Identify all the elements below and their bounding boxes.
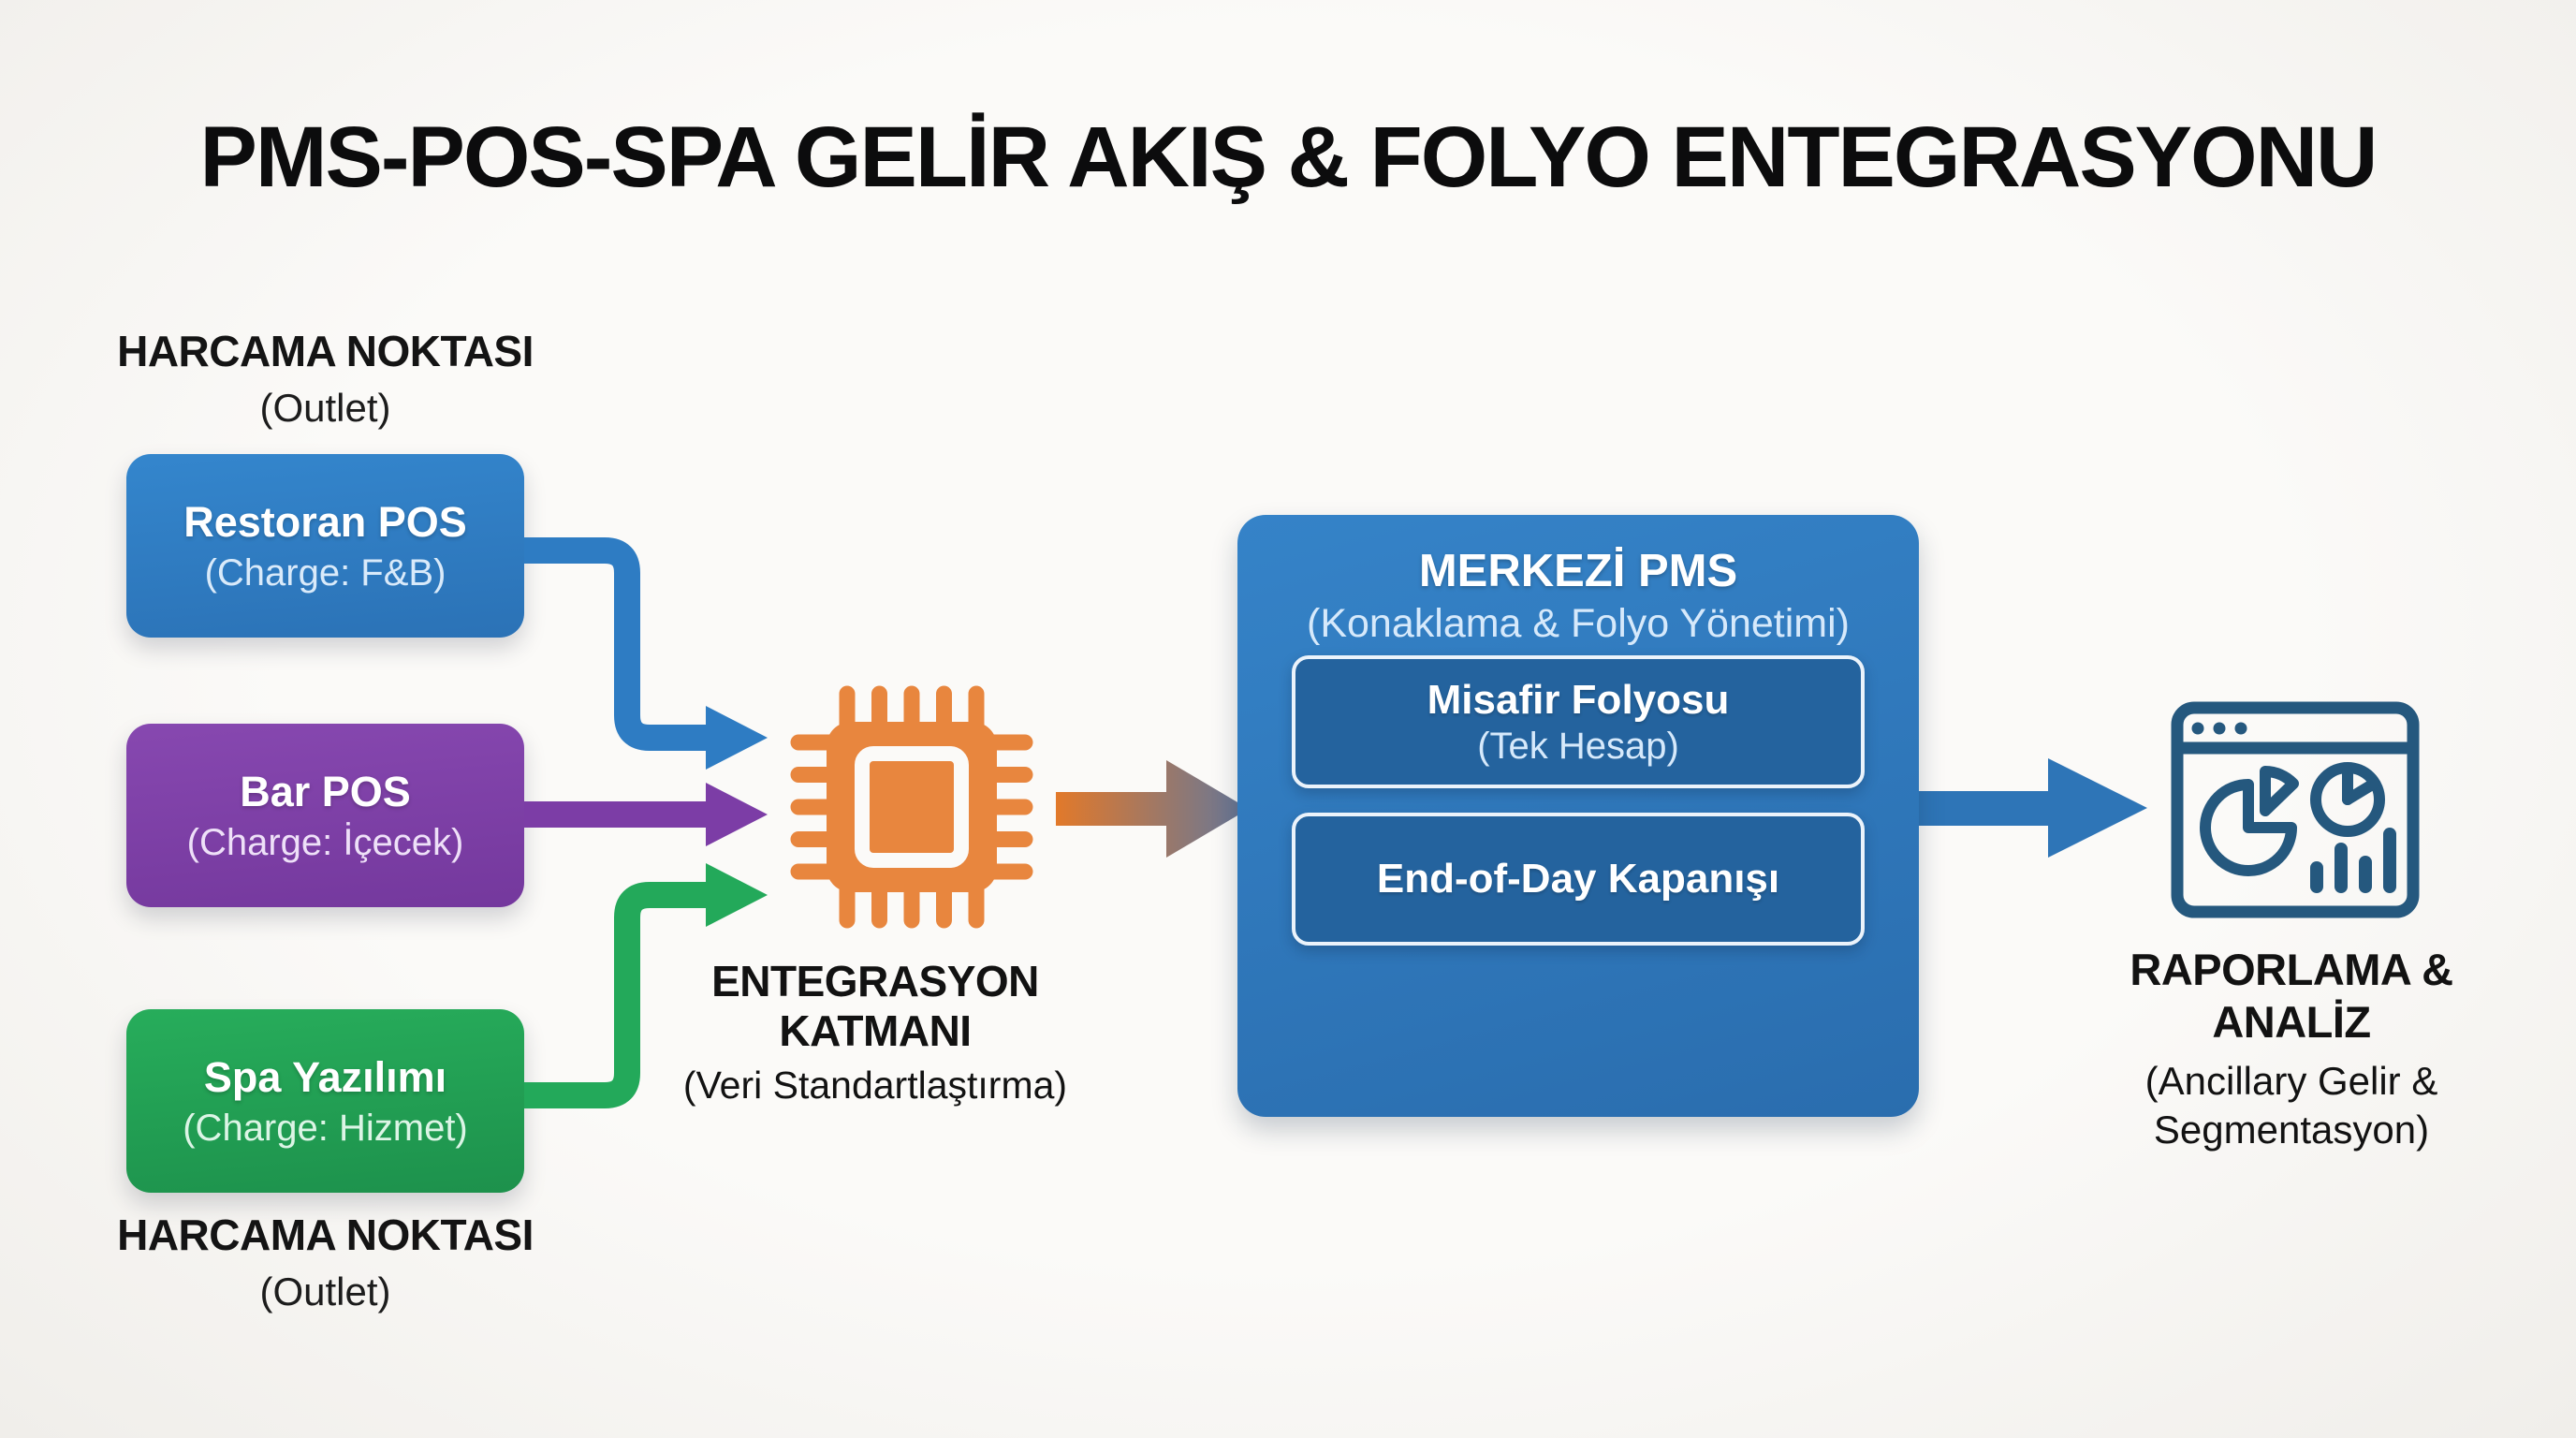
node-bar-pos: Bar POS (Charge: İçecek): [126, 724, 524, 907]
outlet-label-top-line1: HARCAMA NOKTASI: [117, 327, 534, 375]
reporting-subtitle: (Ancillary Gelir & Segmentasyon): [2086, 1057, 2497, 1155]
pms-subtitle: (Konaklama & Folyo Yönetimi): [1307, 601, 1850, 646]
outlet-label-top-line2: (Outlet): [259, 386, 391, 430]
node-restoran-pos-subtitle: (Charge: F&B): [204, 551, 446, 594]
chip-icon: [790, 685, 1033, 929]
node-central-pms: MERKEZİ PMS (Konaklama & Folyo Yönetimi)…: [1237, 515, 1919, 1117]
pms-module-end-of-day-title: End-of-Day Kapanışı: [1376, 856, 1780, 902]
pms-module-guest-folio-subtitle: (Tek Hesap): [1477, 725, 1679, 767]
reporting-title-line2: ANALİZ: [2212, 997, 2371, 1048]
pms-module-end-of-day: End-of-Day Kapanışı: [1292, 813, 1865, 946]
integration-layer-label: ENTEGRASYON KATMANI (Veri Standartlaştır…: [641, 957, 1109, 1108]
dashboard-icon: [2171, 701, 2420, 918]
node-spa-software-title: Spa Yazılımı: [203, 1052, 447, 1101]
reporting-subtitle-line1: (Ancillary Gelir &: [2144, 1058, 2438, 1103]
outlet-label-bottom: HARCAMA NOKTASI (Outlet): [98, 1210, 552, 1314]
outlet-label-top: HARCAMA NOKTASI (Outlet): [98, 326, 552, 431]
node-restoran-pos-title: Restoran POS: [183, 497, 467, 546]
arrow-restoran-to-integration: [524, 537, 768, 770]
outlet-label-bottom-line1: HARCAMA NOKTASI: [117, 1211, 534, 1259]
reporting-label: RAPORLAMA & ANALİZ (Ancillary Gelir & Se…: [2086, 944, 2497, 1155]
pms-module-guest-folio: Misafir Folyosu (Tek Hesap): [1292, 655, 1865, 788]
outlet-label-bottom-line2: (Outlet): [259, 1269, 391, 1313]
arrow-bar-to-integration: [524, 783, 768, 846]
node-spa-software: Spa Yazılımı (Charge: Hizmet): [126, 1009, 524, 1193]
arrow-integration-to-pms: [1056, 760, 1249, 858]
node-bar-pos-title: Bar POS: [240, 767, 411, 815]
page-title: PMS-POS-SPA GELİR AKIŞ & FOLYO ENTEGRASY…: [199, 110, 2378, 205]
pms-title: MERKEZİ PMS: [1418, 546, 1738, 596]
arrow-spa-to-integration: [524, 863, 768, 1108]
arrow-pms-to-reporting: [1919, 758, 2147, 858]
reporting-subtitle-line2: Segmentasyon): [2153, 1108, 2430, 1152]
pms-module-guest-folio-title: Misafir Folyosu: [1427, 676, 1730, 723]
node-restoran-pos: Restoran POS (Charge: F&B): [126, 454, 524, 638]
integration-layer-subtitle: (Veri Standartlaştırma): [682, 1063, 1068, 1107]
node-bar-pos-subtitle: (Charge: İçecek): [186, 821, 464, 863]
reporting-title-line1: RAPORLAMA &: [2130, 945, 2453, 994]
node-spa-software-subtitle: (Charge: Hizmet): [183, 1107, 468, 1149]
integration-layer-title-line1: ENTEGRASYON: [711, 957, 1039, 1005]
integration-layer-title-line2: KATMANI: [779, 1005, 972, 1055]
